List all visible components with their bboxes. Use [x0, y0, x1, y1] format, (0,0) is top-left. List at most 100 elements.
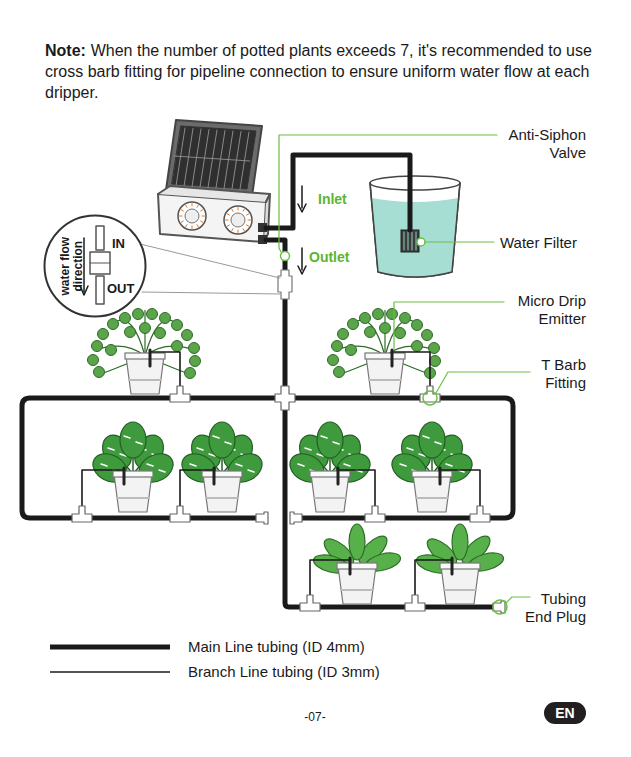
leader-line: [394, 302, 504, 350]
dial-tick: [201, 210, 203, 211]
leader-line: [279, 135, 497, 252]
vine-leaf: [92, 341, 103, 352]
leader-line: [506, 597, 530, 603]
inset-caption: water flow direction: [59, 230, 85, 302]
vine-leaf: [108, 319, 119, 330]
vine-leaf: [365, 327, 376, 338]
branch-line-tube: [310, 560, 350, 597]
vine-leaf: [125, 327, 136, 338]
leaf-slit: [344, 464, 350, 466]
vine-leaf: [380, 323, 391, 334]
leaf-slit: [423, 436, 429, 438]
t-barb-fitting: [470, 506, 490, 522]
leaf-slit: [101, 464, 107, 466]
solar-panel-frame: [166, 120, 262, 196]
vine-leaf: [332, 341, 343, 352]
potted-plant: [88, 422, 178, 512]
plant-pot: [338, 566, 376, 604]
monstera-leaf: [88, 448, 132, 488]
leaf-slit: [124, 436, 130, 438]
leaf-slit: [147, 464, 153, 466]
dial-tick: [180, 216, 183, 217]
potted-plant: [312, 524, 403, 604]
micro-drip-emitter: [391, 350, 394, 366]
dial-tick: [197, 205, 198, 207]
valve-closeup-seam: [90, 263, 110, 264]
vine-leaf: [334, 367, 345, 378]
legend-text: Main Line tubing (ID 4mm): [188, 638, 365, 656]
micro-drip-emitter: [213, 468, 216, 484]
end-plug-marker: [493, 600, 507, 614]
tubing-end-plug: [290, 512, 302, 524]
dial-tick: [192, 204, 193, 207]
leaf-slit: [446, 464, 452, 466]
vine-leaf: [182, 330, 193, 341]
main-line-tube: [22, 398, 513, 518]
flow-arrow: [301, 186, 303, 208]
solar-panel-cells: [172, 126, 256, 189]
dial-tick: [232, 209, 233, 211]
main-line-tube: [266, 240, 495, 607]
timer-body: [158, 194, 266, 242]
vine-leaf: [140, 323, 151, 334]
dial-tick: [186, 205, 187, 207]
plant-pot: [366, 356, 404, 394]
timer-side: [264, 194, 270, 242]
branch-line-tube: [150, 352, 180, 388]
vine-leaf: [328, 355, 339, 366]
dial-tick: [238, 230, 239, 233]
dial-tick: [243, 229, 244, 231]
filter-mesh: [416, 232, 417, 250]
water: [372, 198, 458, 277]
branch-line-tube: [338, 470, 375, 508]
magnifier-line: [140, 244, 280, 278]
tubing-end-plug: [256, 512, 268, 524]
anti-siphon-marker: [281, 252, 290, 261]
monstera-leaf: [177, 448, 221, 488]
check-valve: [278, 270, 292, 299]
dial-tick: [226, 220, 229, 221]
vine-leaf: [373, 309, 384, 320]
dial-tick: [247, 225, 249, 226]
leader-line: [425, 241, 494, 242]
potted-plant: [387, 422, 477, 512]
leaf-slit: [321, 436, 327, 438]
plant-pot: [203, 474, 241, 512]
magnifier-inset: water flow directionINOUT: [43, 214, 147, 318]
monstera-leaf: [317, 422, 343, 458]
leaf-slit: [407, 448, 413, 450]
dial-tick: [197, 225, 198, 227]
monstera-leaf: [120, 422, 146, 458]
leaf-slit: [225, 442, 231, 444]
timer-dial: [178, 202, 206, 230]
t-barb-fitting: [365, 506, 385, 522]
dial-tick: [232, 229, 233, 231]
vine-leaf: [430, 356, 441, 367]
vine-leaf: [360, 313, 371, 324]
pot-stripe: [314, 497, 346, 499]
flow-label: Outlet: [309, 249, 349, 266]
timer-dial: [224, 206, 252, 234]
pot-stripe: [129, 379, 161, 381]
vine-leaf: [185, 368, 196, 379]
vine-leaf: [120, 313, 131, 324]
pot-rim: [440, 563, 480, 569]
outlet-mark: OUT: [107, 281, 134, 296]
dial-tick: [227, 214, 229, 215]
leaf-slit: [159, 470, 165, 472]
part-label: Micro Drip Emitter: [500, 292, 586, 328]
water-bucket: [370, 183, 460, 277]
vine-leaf: [412, 320, 423, 331]
pot-stripe: [206, 497, 238, 499]
vine-leaf: [147, 309, 158, 320]
vine-leaf: [172, 320, 183, 331]
pot-stripe: [416, 497, 448, 499]
cross-barb-fitting: [275, 386, 295, 410]
badge-text: EN: [555, 705, 574, 721]
leaf-slit: [190, 464, 196, 466]
bucket-outline: [370, 183, 460, 277]
flow-arrow: [301, 248, 303, 270]
pot-rim: [202, 471, 242, 477]
monstera-leaf: [419, 422, 445, 458]
legend-sample: [50, 645, 170, 650]
